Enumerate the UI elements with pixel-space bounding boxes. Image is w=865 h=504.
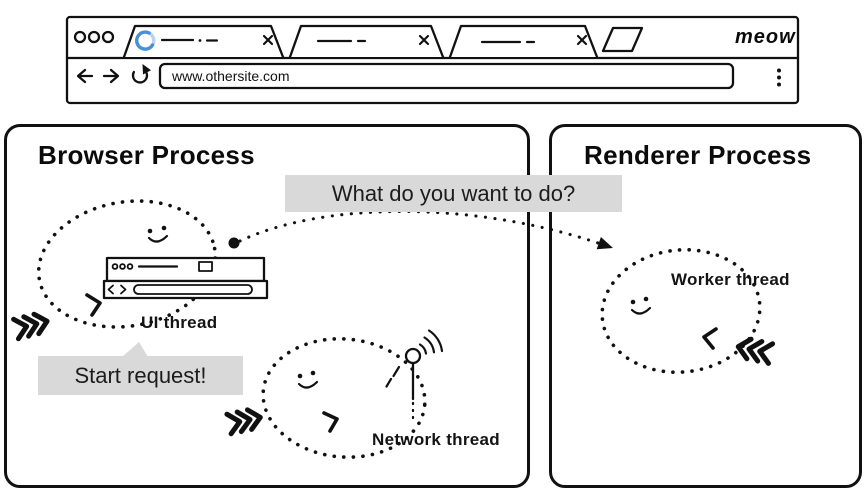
ui-thread-blob xyxy=(11,199,218,342)
reload-button[interactable] xyxy=(131,64,151,84)
browser-process-title: Browser Process xyxy=(38,140,255,170)
worker-thread-label: Worker thread xyxy=(671,270,790,289)
tab-3-shape[interactable] xyxy=(448,24,599,59)
tab-1[interactable] xyxy=(122,24,285,59)
motion-chevrons-icon xyxy=(735,336,776,366)
window-control-icon[interactable] xyxy=(73,30,87,44)
smiley-face-icon xyxy=(147,225,169,243)
tab-3[interactable] xyxy=(448,24,599,59)
window-control-icon[interactable] xyxy=(87,30,101,44)
message-arrow xyxy=(238,209,606,247)
browser-window xyxy=(65,15,800,105)
back-button[interactable] xyxy=(76,68,94,84)
meow-logo: meow xyxy=(735,26,796,48)
menu-dots-icon[interactable] xyxy=(777,68,781,87)
start-request-bubble: Start request! xyxy=(38,356,243,395)
smiley-face-icon xyxy=(297,370,319,389)
tab-title-placeholder xyxy=(160,38,219,42)
window-control-buttons[interactable] xyxy=(73,30,115,44)
motion-chevrons-icon xyxy=(224,407,263,437)
window-control-icon[interactable] xyxy=(101,30,115,44)
tab-2-shape[interactable] xyxy=(288,24,445,59)
new-tab-button[interactable] xyxy=(601,26,644,53)
browser-icon xyxy=(102,256,269,300)
renderer-process-title: Renderer Process xyxy=(584,140,812,170)
direction-arrow-icon xyxy=(322,411,339,433)
network-thread-label: Network thread xyxy=(372,430,500,449)
tab-2[interactable] xyxy=(288,24,445,59)
worker-thread-blob xyxy=(600,247,776,375)
message-arrowhead-icon xyxy=(596,237,613,250)
tab-1-shape[interactable] xyxy=(122,24,285,59)
ui-thread-label: UI thread xyxy=(141,313,218,332)
question-bubble: What do you want to do? xyxy=(285,175,622,212)
antenna-icon xyxy=(385,329,444,423)
address-bar-input[interactable] xyxy=(172,66,717,86)
loading-spinner-icon xyxy=(135,30,156,51)
bubble-tail xyxy=(122,342,148,357)
forward-button[interactable] xyxy=(102,68,120,84)
message-origin-dot xyxy=(228,237,240,249)
direction-arrow-icon xyxy=(85,293,102,317)
direction-arrow-icon xyxy=(702,327,718,350)
smiley-face-icon xyxy=(630,296,652,315)
tab-close-icon[interactable] xyxy=(418,34,430,46)
motion-chevrons-icon xyxy=(11,311,50,342)
network-thread-blob xyxy=(224,337,427,459)
tab-close-icon[interactable] xyxy=(262,34,274,46)
tab-close-icon[interactable] xyxy=(576,34,588,46)
